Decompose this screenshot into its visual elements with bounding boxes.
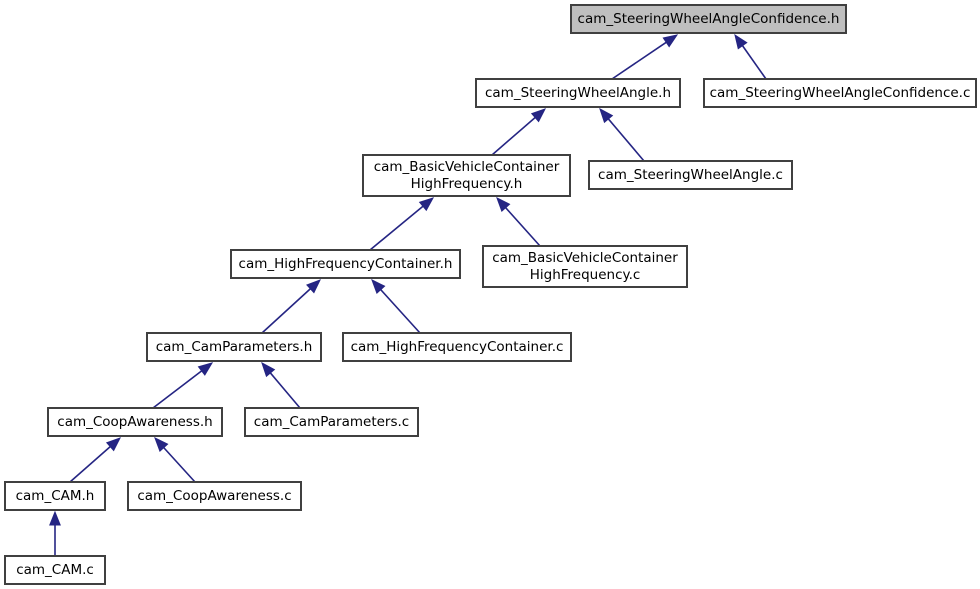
graph-edge-bvchf_c-to-bvchf_h (496, 196, 541, 247)
node-label: cam_BasicVehicleContainer (492, 250, 678, 266)
edge-line (261, 288, 311, 334)
graph-node-hfc_c[interactable]: cam_HighFrequencyContainer.c (342, 332, 572, 362)
graph-edge-hfc_h-to-bvchf_h (369, 197, 435, 251)
edge-line (491, 116, 536, 156)
edge-arrowhead (371, 279, 386, 294)
edge-arrowhead (261, 361, 276, 378)
graph-node-hfc_h[interactable]: cam_HighFrequencyContainer.h (230, 249, 461, 279)
node-box[interactable] (127, 481, 302, 511)
edge-line (505, 207, 541, 247)
graph-edge-bvchf_h-to-swa_h (491, 108, 547, 156)
node-box[interactable] (570, 4, 847, 34)
graph-node-swac_h[interactable]: cam_SteeringWheelAngleConfidence.h (570, 4, 847, 34)
node-box[interactable] (47, 407, 223, 437)
node-label: cam_HighFrequencyContainer.h (239, 256, 453, 272)
graph-node-camparams_h[interactable]: cam_CamParameters.h (146, 332, 322, 362)
node-box[interactable] (703, 78, 977, 108)
edge-arrowhead (734, 33, 748, 50)
edge-line (269, 372, 301, 409)
graph-edge-coop_h-to-camparams_h (152, 362, 214, 409)
node-label: cam_SteeringWheelAngleConfidence.c (710, 85, 971, 101)
node-box[interactable] (4, 555, 106, 585)
graph-node-swa_h[interactable]: cam_SteeringWheelAngle.h (475, 78, 681, 108)
node-label: cam_CamParameters.h (156, 339, 313, 355)
node-box[interactable] (475, 78, 681, 108)
node-label: cam_CoopAwareness.c (137, 488, 291, 504)
node-label: cam_SteeringWheelAngle.h (485, 85, 671, 101)
edge-arrowhead (662, 34, 679, 48)
node-box[interactable] (244, 407, 419, 437)
graph-edges (49, 33, 767, 556)
graph-edge-swa_h-to-swac_h (611, 34, 679, 80)
node-label: cam_HighFrequencyContainer.c (351, 339, 564, 355)
node-label: cam_SteeringWheelAngleConfidence.h (578, 11, 840, 27)
graph-edge-hfc_c-to-hfc_h (371, 279, 421, 334)
node-label: HighFrequency.h (411, 176, 523, 192)
graph-edge-swac_c-to-swac_h (734, 33, 767, 80)
node-box[interactable] (588, 160, 793, 190)
node-label: cam_SteeringWheelAngle.c (598, 167, 783, 183)
edge-arrowhead (306, 279, 321, 294)
edge-arrowhead (197, 362, 214, 376)
graph-edge-camparams_h-to-hfc_h (261, 279, 321, 334)
node-label: cam_BasicVehicleContainer (374, 159, 560, 175)
graph-edge-coop_c-to-coop_h (154, 437, 196, 483)
edge-line (152, 370, 203, 409)
edge-line (69, 445, 111, 483)
node-box[interactable] (362, 154, 571, 197)
edge-line (163, 447, 196, 483)
edge-arrowhead (418, 197, 435, 212)
graph-edge-swa_c-to-swa_h (599, 107, 645, 162)
node-label: cam_CAM.c (16, 562, 94, 578)
edge-arrowhead (599, 107, 614, 124)
node-label: cam_CamParameters.c (254, 414, 409, 430)
graph-node-cam_c[interactable]: cam_CAM.c (4, 555, 106, 585)
graph-edge-cam_c-to-cam_h (49, 510, 61, 556)
edge-line (607, 118, 645, 162)
graph-edge-camparams_c-to-camparams_h (261, 361, 301, 409)
node-box[interactable] (482, 245, 688, 288)
edge-line (369, 205, 424, 251)
graph-node-swa_c[interactable]: cam_SteeringWheelAngle.c (588, 160, 793, 190)
edge-line (611, 41, 667, 80)
edge-arrowhead (49, 510, 61, 526)
graph-node-camparams_c[interactable]: cam_CamParameters.c (244, 407, 419, 437)
edge-arrowhead (496, 196, 511, 213)
graph-node-swac_c[interactable]: cam_SteeringWheelAngleConfidence.c (703, 78, 977, 108)
node-box[interactable] (146, 332, 322, 362)
edge-line (741, 45, 767, 80)
edge-arrowhead (154, 437, 169, 452)
edge-line (380, 289, 421, 334)
edge-arrowhead (530, 108, 547, 123)
graph-edge-cam_h-to-coop_h (69, 437, 122, 483)
node-box[interactable] (4, 481, 106, 511)
node-label: HighFrequency.c (530, 267, 641, 283)
graph-nodes: cam_SteeringWheelAngleConfidence.h cam_St… (4, 4, 977, 585)
graph-node-coop_h[interactable]: cam_CoopAwareness.h (47, 407, 223, 437)
graph-node-coop_c[interactable]: cam_CoopAwareness.c (127, 481, 302, 511)
node-box[interactable] (230, 249, 461, 279)
graph-node-cam_h[interactable]: cam_CAM.h (4, 481, 106, 511)
node-label: cam_CoopAwareness.h (57, 414, 212, 430)
edge-arrowhead (105, 437, 122, 452)
node-box[interactable] (342, 332, 572, 362)
node-label: cam_CAM.h (16, 488, 95, 504)
